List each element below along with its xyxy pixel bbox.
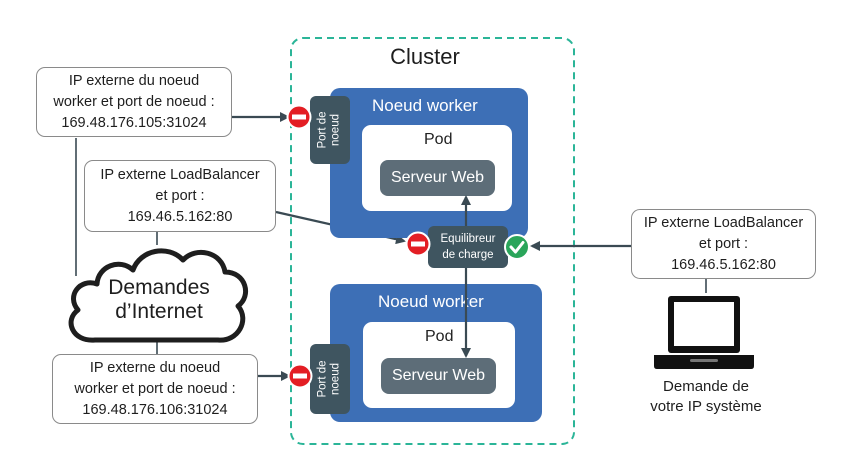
callout-node1-line1: IP externe du noeud [68,72,200,89]
callout-node1-line3: 169.48.176.105:31024 [61,114,207,131]
cluster-boundary [290,37,575,445]
callout-node2-line2: worker et port de noeud : [74,380,236,397]
web-server-2: Serveur Web [381,358,496,394]
no-entry-icon [287,363,313,389]
callout-lb-right-line2: et port : [698,235,749,252]
client-label-line1: Demande de [663,378,749,395]
callout-lb-left-line2: et port : [155,187,205,204]
callout-lb-right-line3: 169.46.5.162:80 [671,256,776,273]
callout-lb-left-line1: IP externe LoadBalancer [100,166,260,183]
internet-label-line1: Demandes [108,276,210,299]
no-entry-icon [286,104,312,130]
check-icon [504,234,530,260]
worker-node-2-title: Noeud worker [378,292,484,311]
internet-label-line2: d’Internet [115,300,203,323]
callout-node2-line3: 169.48.176.106:31024 [82,401,228,418]
callout-node1-external: IP externe du noeud worker et port de no… [36,67,232,137]
client-label-line2: votre IP système [650,398,762,415]
callout-lb-right-line1: IP externe LoadBalancer [643,214,804,231]
no-entry-icon [405,231,431,257]
callout-lb-external-right: IP externe LoadBalancer et port : 169.46… [631,209,816,279]
callout-node2-line1: IP externe du noeud [89,359,221,376]
callout-lb-left-line3: 169.46.5.162:80 [127,208,233,225]
client-label: Demande de votre IP système [626,377,786,417]
pod-2-title: Pod [425,328,454,345]
load-balancer-label-line2: de charge [442,249,494,261]
callout-node1-line2: worker et port de noeud : [53,93,215,110]
load-balancer-label-line1: Equilibreur [440,233,496,245]
web-server-1: Serveur Web [380,160,495,196]
laptop-icon [654,296,754,369]
pod-1-title: Pod [424,131,453,148]
load-balancer: Equilibreur de charge [428,226,508,268]
callout-lb-external-left: IP externe LoadBalancer et port : 169.46… [84,160,276,232]
cluster-title: Cluster [390,44,460,69]
callout-node2-external: IP externe du noeud worker et port de no… [52,354,258,424]
internet-label: Demandes d’Internet [100,276,218,324]
cloud-icon [68,248,249,343]
worker-node-1-title: Noeud worker [372,96,478,115]
